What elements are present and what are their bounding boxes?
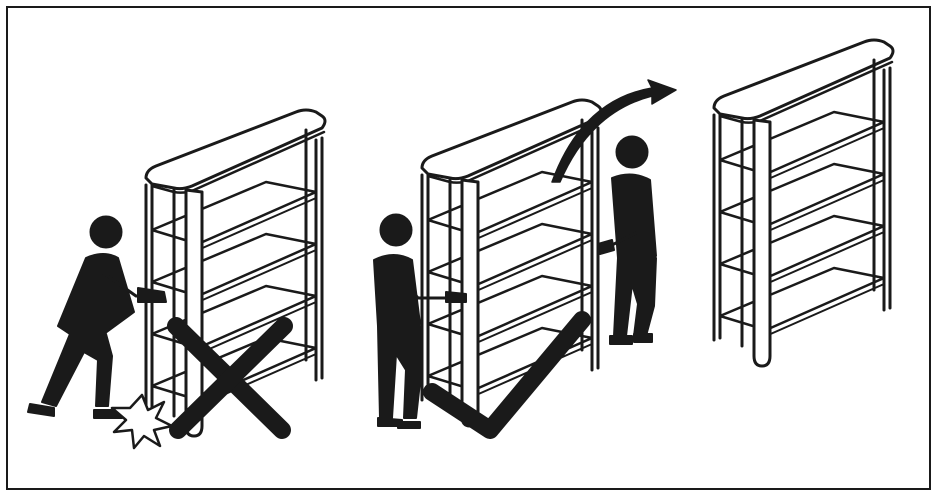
- person-top-lifting: [598, 136, 656, 344]
- panel-right: [374, 80, 676, 430]
- shelf-unit-upright: [714, 40, 893, 366]
- panel-result: [714, 40, 893, 366]
- panel-wrong: [28, 110, 325, 448]
- impact-burst-icon: [112, 395, 172, 448]
